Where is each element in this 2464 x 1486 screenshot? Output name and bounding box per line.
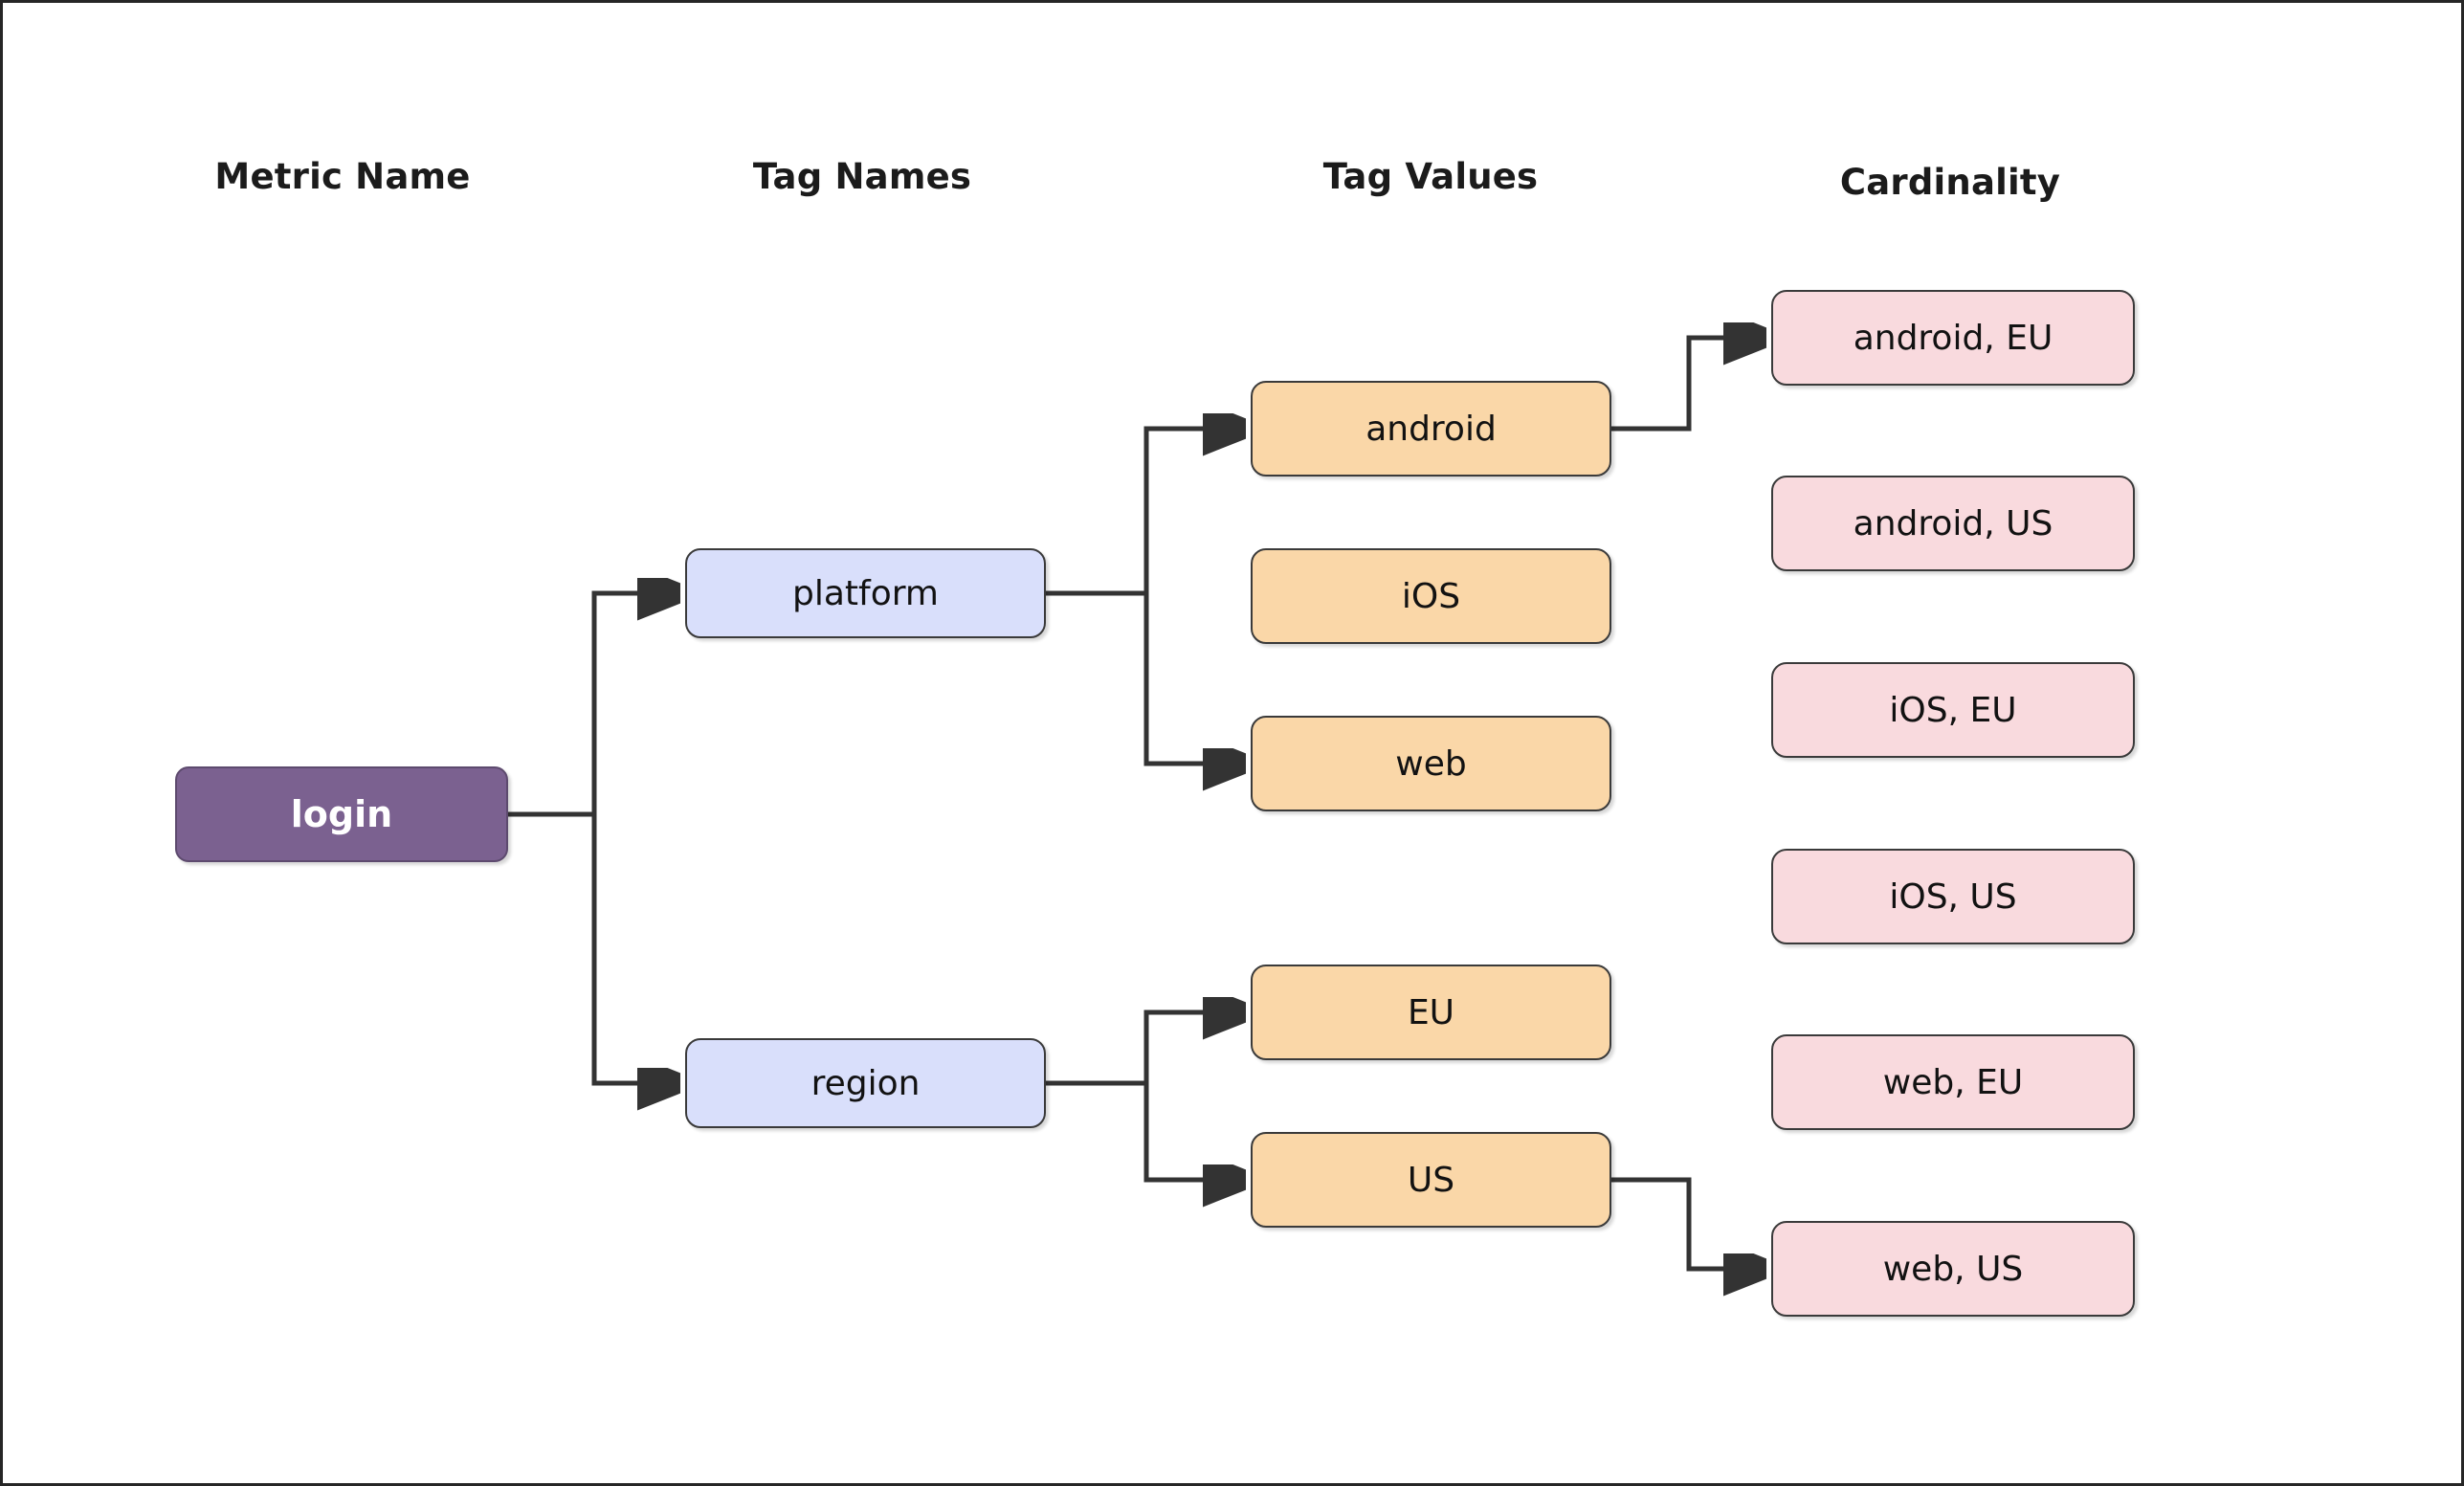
column-header-cardinality: Cardinality: [1839, 162, 2061, 203]
edge-android-android-eu: [1609, 338, 1759, 432]
tag-value-node-web[interactable]: web: [1251, 716, 1611, 811]
cardinality-node-android-eu[interactable]: android, EU: [1771, 290, 2135, 386]
edge-region-us: [1143, 1080, 1238, 1180]
edge-platform-android: [1143, 429, 1238, 596]
tag-value-node-android[interactable]: android: [1251, 381, 1611, 477]
column-header-metric-name: Metric Name: [214, 156, 471, 197]
edge-platform-web: [1143, 590, 1238, 764]
edge-us-web-us: [1609, 1177, 1759, 1269]
tag-name-node-platform[interactable]: platform: [685, 548, 1046, 638]
tag-value-node-us[interactable]: US: [1251, 1132, 1611, 1228]
edge-region-eu: [1143, 1012, 1238, 1086]
metric-node-login[interactable]: login: [175, 766, 508, 862]
cardinality-node-web-eu[interactable]: web, EU: [1771, 1034, 2135, 1130]
tag-value-node-ios[interactable]: iOS: [1251, 548, 1611, 644]
cardinality-node-ios-us[interactable]: iOS, US: [1771, 849, 2135, 944]
cardinality-node-android-us[interactable]: android, US: [1771, 476, 2135, 571]
column-header-tag-names: Tag Names: [752, 156, 972, 197]
tag-name-node-region[interactable]: region: [685, 1038, 1046, 1128]
cardinality-node-web-us[interactable]: web, US: [1771, 1221, 2135, 1317]
edge-login-region: [591, 811, 673, 1083]
tag-value-node-eu[interactable]: EU: [1251, 965, 1611, 1060]
column-header-tag-values: Tag Values: [1322, 156, 1539, 197]
edge-login-platform: [591, 593, 673, 817]
cardinality-node-ios-eu[interactable]: iOS, EU: [1771, 662, 2135, 758]
